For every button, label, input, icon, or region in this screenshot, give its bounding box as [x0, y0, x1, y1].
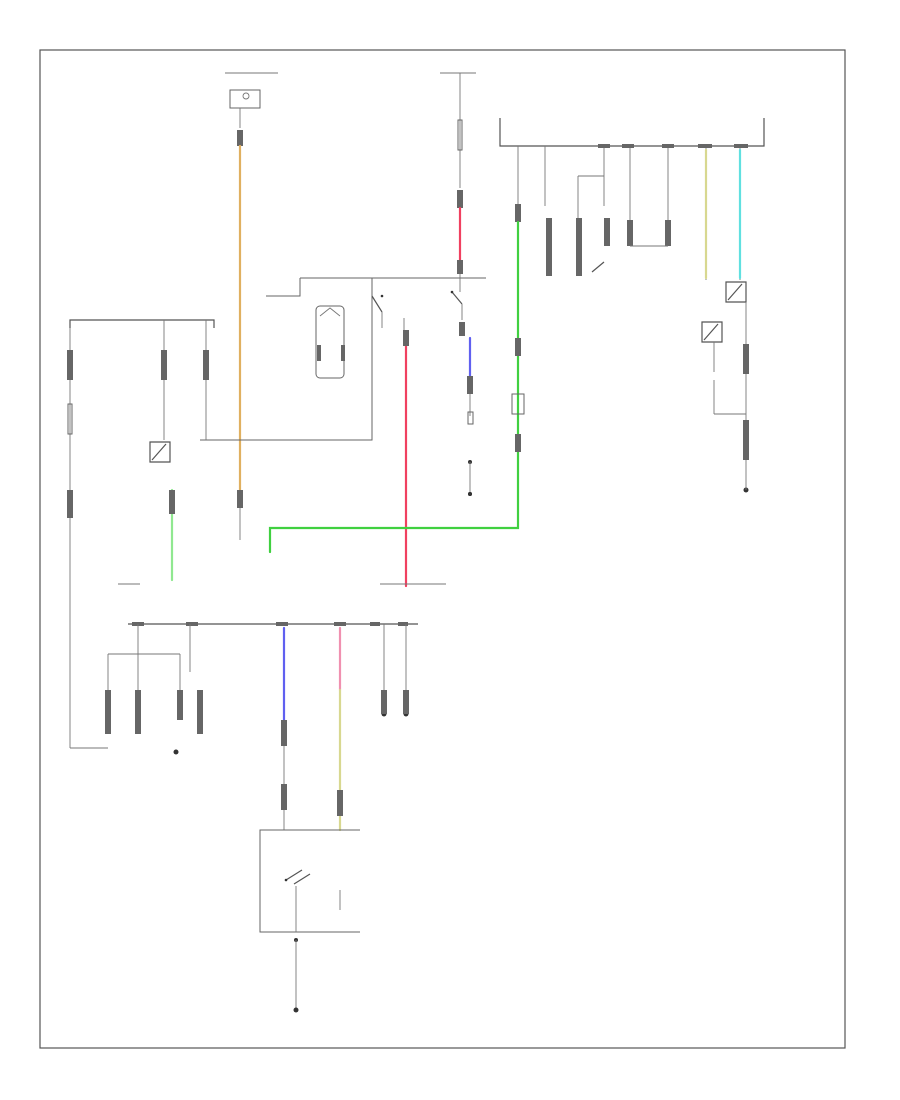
- connector-icon: [237, 490, 243, 508]
- connector-icon: [237, 130, 243, 146]
- left-circuit: [67, 319, 446, 748]
- diagram-frame: [39, 49, 846, 1049]
- switch-icon: [450, 290, 463, 305]
- top-right-connector: [499, 118, 765, 280]
- switch-icon: [371, 294, 384, 328]
- switch-icon: [591, 261, 605, 273]
- lower-connector: [70, 622, 418, 832]
- ground-icon: [468, 492, 472, 496]
- relay-junction-box: [200, 277, 486, 441]
- fuse-box-label: [229, 89, 261, 109]
- ground-icon: [293, 1007, 299, 1013]
- right-relay: [701, 281, 749, 493]
- lamp-icon: [315, 305, 345, 379]
- top-left-feed: [225, 72, 278, 540]
- bottom-switch-box: [259, 829, 360, 1013]
- centre-top-feed: [440, 72, 476, 496]
- switch-icon: [149, 441, 171, 463]
- green-wire: [268, 220, 520, 554]
- ground-icon: [173, 749, 179, 755]
- switch-icon: [284, 869, 311, 885]
- green-circuit: [268, 190, 525, 554]
